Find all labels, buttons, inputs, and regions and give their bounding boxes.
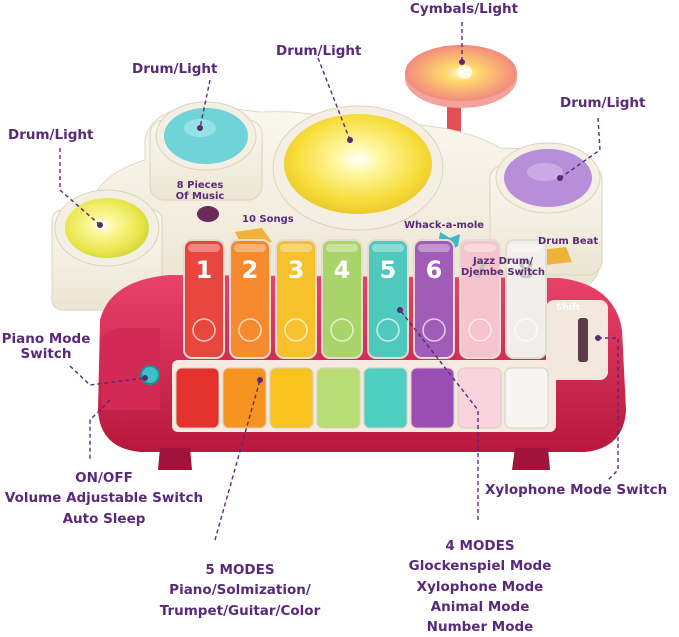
xylophone-bar-number: 5 — [380, 256, 397, 284]
callout-whack-a-mole: Whack-a-mole — [404, 220, 485, 231]
callout-5-modes-line2: Piano/Solmization/ — [169, 582, 311, 599]
xylophone-bar-2: 2 — [229, 239, 271, 359]
callout-10-songs: 10 Songs — [242, 214, 294, 225]
animal-icon — [514, 318, 538, 342]
callout-4-modes-line2: Glockenspiel Mode — [408, 558, 552, 575]
drum-left — [54, 189, 160, 267]
xylophone-bar-5: 5 — [367, 239, 409, 359]
callout-jazz-drum: Jazz Drum/ Djembe Switch — [460, 256, 546, 278]
callout-jazz-line2: Djembe Switch — [460, 267, 546, 279]
xylophone-bar-number: 8 — [518, 256, 535, 284]
callout-drum-left: Drum/Light — [8, 127, 94, 143]
piano-key-6 — [410, 367, 455, 429]
xylophone-bar-6: 6 — [413, 239, 455, 359]
callout-piano-mode-line1: Piano Mode — [1, 331, 91, 347]
callout-4-modes-line5: Number Mode — [426, 619, 534, 635]
xylophone-bar-8: 8 — [505, 239, 547, 359]
callout-drum-beat: Drum Beat — [538, 236, 599, 247]
piano-key-5 — [363, 367, 408, 429]
cymbal — [405, 45, 517, 146]
animal-icon — [192, 318, 216, 342]
piano-keys — [175, 367, 549, 429]
xylophone-bars: 1 2 3 4 5 6 7 8 — [183, 239, 547, 359]
piano-key-2 — [222, 367, 267, 429]
leader-lines — [59, 22, 619, 541]
shift-label: Shift — [556, 303, 581, 313]
callout-5-modes-line1: 5 MODES — [205, 562, 275, 578]
callout-drum-center: Drum/Light — [276, 43, 362, 59]
drum-topleft — [155, 101, 257, 171]
xylophone-bar-number: 6 — [426, 256, 443, 284]
callout-jazz-line1: Jazz Drum/ — [472, 256, 533, 267]
callout-5-modes: 5 MODES Piano/Solmization/ Trumpet/Guita… — [140, 560, 340, 621]
callout-drum-right: Drum/Light — [560, 95, 646, 111]
callout-4-modes-line4: Animal Mode — [430, 598, 530, 615]
callout-piano-mode: Piano Mode Switch — [0, 331, 92, 363]
callout-4-modes-line1: 4 MODES — [445, 538, 515, 554]
xylophone-bar-3: 3 — [275, 239, 317, 359]
callout-on-off: ON/OFF Volume Adjustable Switch Auto Sle… — [0, 468, 208, 529]
drum-beat-button — [540, 247, 572, 265]
drum-center — [284, 114, 432, 214]
xylophone-bar-number: 4 — [334, 256, 351, 284]
xylophone-bar-number: 2 — [242, 256, 259, 284]
animal-icon — [284, 318, 308, 342]
callout-8-pieces-line1: 8 Pieces — [176, 180, 224, 191]
callout-4-modes-line3: Xylophone Mode — [416, 578, 544, 595]
animal-icon — [468, 318, 492, 342]
piano-key-1 — [175, 367, 220, 429]
callout-on-off-line2: Volume Adjustable Switch — [4, 490, 204, 507]
xylophone-bar-number: 7 — [472, 256, 489, 284]
callout-8-pieces: 8 Pieces Of Music — [165, 180, 235, 202]
animal-icon — [238, 318, 262, 342]
callout-8-pieces-line2: Of Music — [175, 191, 225, 203]
piano-key-3 — [269, 367, 314, 429]
callout-on-off-line3: Auto Sleep — [62, 510, 146, 527]
xylophone-bar-number: 1 — [196, 256, 213, 284]
music-button — [197, 206, 219, 222]
drum-right — [495, 142, 601, 214]
xylophone-bar-number: 3 — [288, 256, 305, 284]
leader-dots — [97, 59, 601, 383]
piano-key-4 — [316, 367, 361, 429]
animal-icon — [330, 318, 354, 342]
animal-icon — [422, 318, 446, 342]
xylophone-bar-1: 1 — [183, 239, 225, 359]
callout-drum-topleft: Drum/Light — [132, 61, 218, 77]
callout-xylophone-switch: Xylophone Mode Switch — [485, 482, 668, 498]
piano-key-8 — [504, 367, 549, 429]
callout-5-modes-line3: Trumpet/Guitar/Color — [159, 602, 321, 619]
callout-cymbals: Cymbals/Light — [410, 1, 519, 17]
animal-icon — [376, 318, 400, 342]
callout-on-off-line1: ON/OFF — [75, 470, 133, 486]
xylophone-bar-4: 4 — [321, 239, 363, 359]
piano-key-7 — [457, 367, 502, 429]
callout-piano-mode-line2: Switch — [20, 346, 72, 363]
xylophone-bar-7: 7 — [459, 239, 501, 359]
callout-4-modes: 4 MODES Glockenspiel Mode Xylophone Mode… — [395, 536, 565, 637]
